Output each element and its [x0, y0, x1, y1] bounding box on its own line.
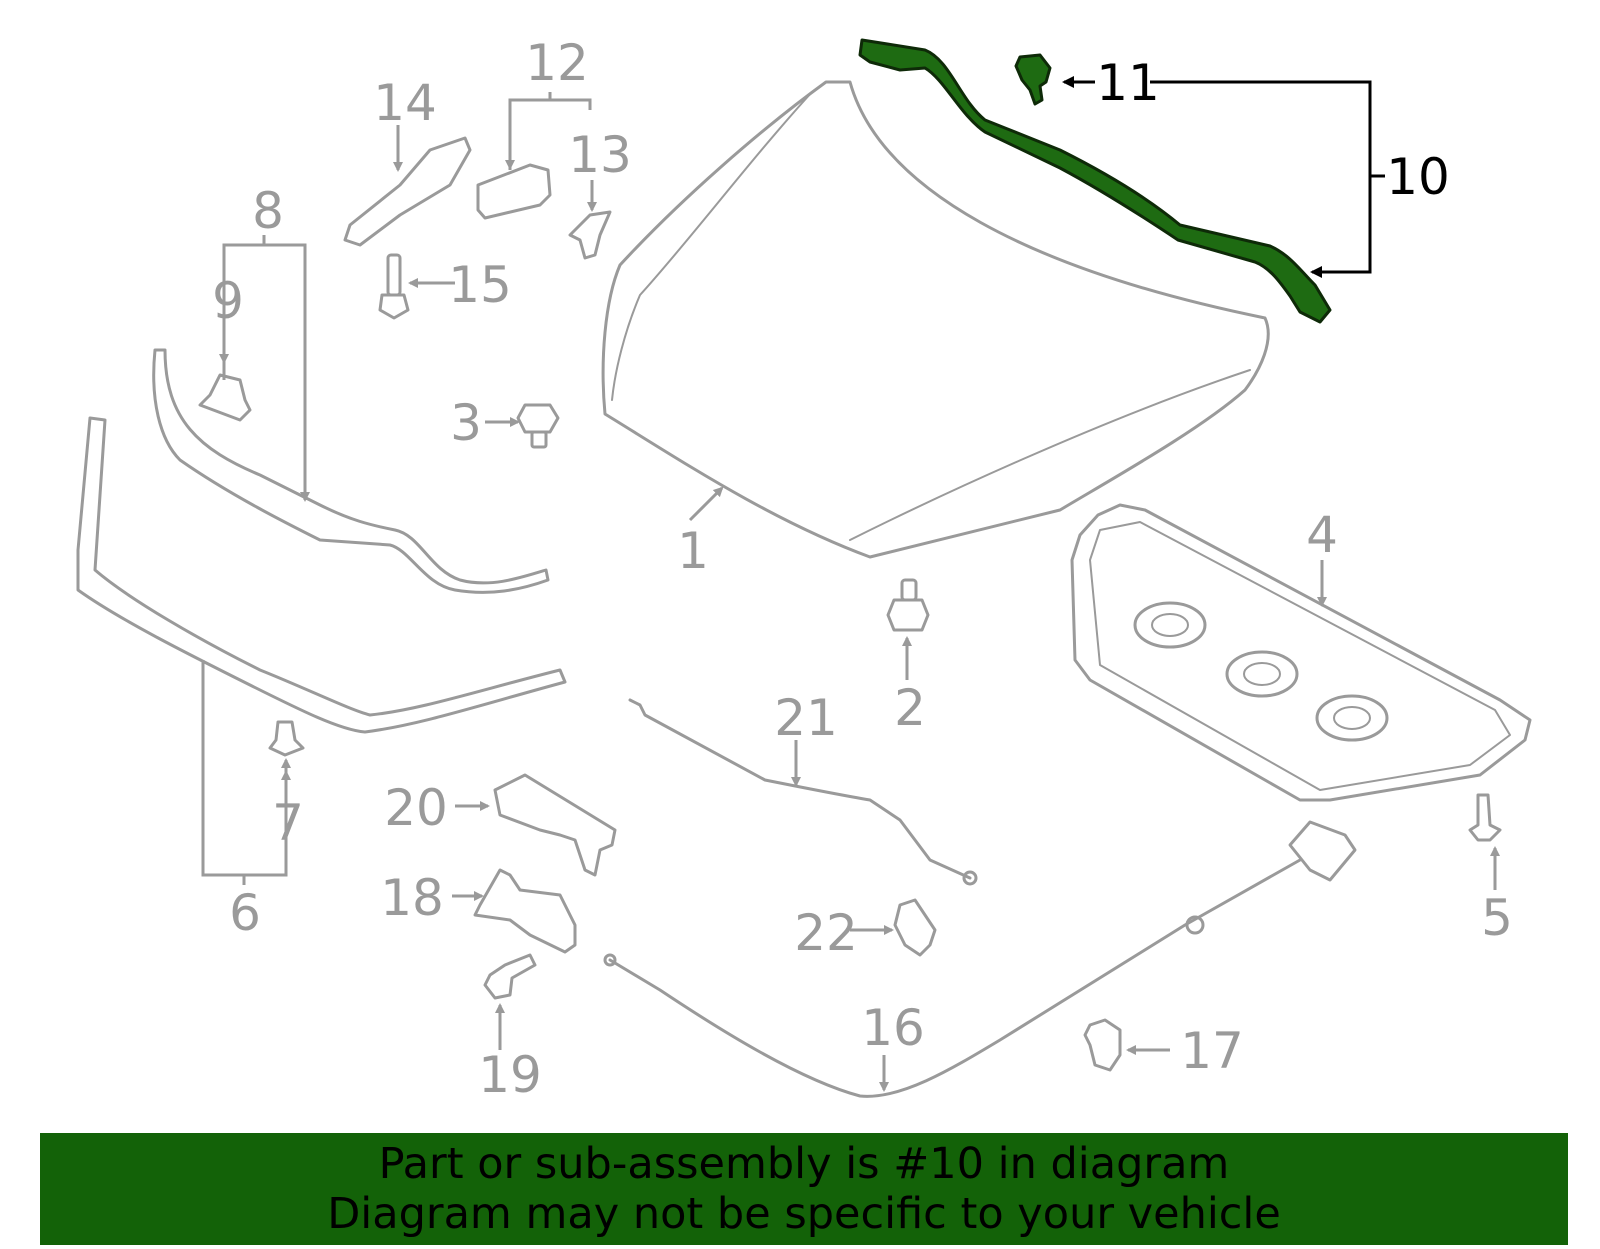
callout-1: 1: [677, 522, 709, 580]
clip-part-11: [1014, 53, 1052, 106]
notice-banner: Part or sub-assembly is #10 in diagram D…: [40, 1133, 1568, 1245]
callout-21: 21: [774, 689, 838, 747]
callout-20: 20: [384, 779, 448, 837]
callout-2: 2: [894, 679, 926, 737]
callout-9: 9: [212, 272, 244, 330]
part-9-bumper: [198, 373, 252, 422]
banner-line-disclaimer: Diagram may not be specific to your vehi…: [327, 1189, 1281, 1239]
callout-17: 17: [1180, 1022, 1244, 1080]
callout-arrows: [201, 92, 1500, 1092]
callout-3: 3: [450, 394, 482, 452]
callout-15: 15: [448, 256, 512, 314]
part-15-bolt: [378, 253, 410, 320]
part-13-clip: [568, 210, 612, 260]
callout-16: 16: [861, 999, 925, 1057]
callout-19: 19: [478, 1046, 542, 1104]
hood-seal-highlighted: [858, 38, 1332, 324]
hood-support-rod: [628, 698, 978, 886]
part-22-clip: [893, 898, 937, 957]
part-19-bolt: [483, 953, 537, 1000]
release-cable: [603, 820, 1357, 1098]
hood-panel: [601, 80, 1270, 559]
callout-22: 22: [794, 904, 858, 962]
part-3-nut: [516, 403, 560, 449]
front-seal-part-6: [76, 416, 567, 734]
callout-10-bracket: [1062, 76, 1385, 278]
part-7-clip: [268, 720, 305, 757]
callout-5: 5: [1481, 889, 1513, 947]
part-2-bolt: [886, 578, 930, 632]
callout-13: 13: [568, 126, 632, 184]
callout-7: 7: [272, 794, 304, 852]
part-17-clip: [1083, 1018, 1122, 1072]
callout-14: 14: [373, 74, 437, 132]
callout-4: 4: [1306, 506, 1338, 564]
part-14-hinge: [343, 136, 472, 247]
part-20-bracket: [493, 773, 617, 877]
callout-18: 18: [380, 869, 444, 927]
callout-6: 6: [229, 884, 261, 942]
part-12-bracket: [476, 163, 552, 220]
callout-12: 12: [525, 34, 589, 92]
banner-line-part-number: Part or sub-assembly is #10 in diagram: [378, 1139, 1230, 1189]
callout-10: 10: [1386, 148, 1450, 206]
hood-insulator: [1070, 503, 1532, 802]
callout-8: 8: [252, 182, 284, 240]
part-5-clip: [1468, 793, 1502, 842]
part-18-latch: [473, 868, 577, 954]
callout-11: 11: [1096, 54, 1160, 112]
